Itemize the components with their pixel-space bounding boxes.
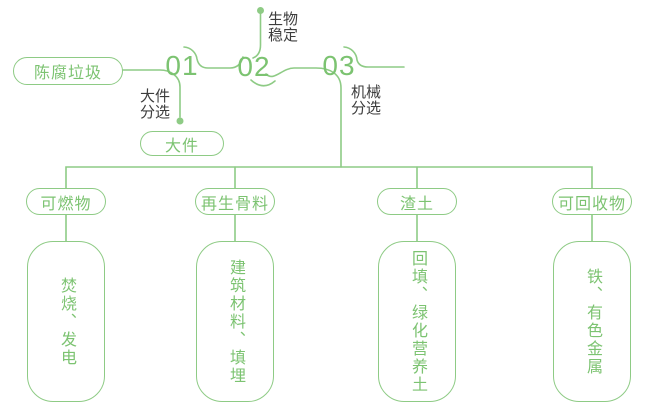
category-pill-recyclables: 可回收物 <box>552 188 632 215</box>
main-flow-line-segment-4 <box>343 46 405 68</box>
category-pill-slag-soil: 渣土 <box>377 188 457 215</box>
step-number-3: 03 <box>322 50 356 81</box>
distributor-line <box>65 166 593 189</box>
step-number-1: 01 <box>165 50 199 81</box>
step-number-2: 02 <box>237 51 271 82</box>
process-label-bio-stabilization: 生物 稳定 <box>268 11 299 44</box>
process-label-bulky-sorting: 大件 分选 <box>140 88 171 121</box>
bulky-branch-dot <box>176 117 184 125</box>
category-pill-recycled-aggregate: 再生骨料 <box>195 188 275 215</box>
category-label: 可燃物 <box>40 195 92 213</box>
process-label-mechanical-sorting: 机械 分选 <box>351 84 382 117</box>
source-label: 陈腐垃圾 <box>33 65 102 82</box>
disposal-text: 铁、有色金属 <box>584 267 601 376</box>
source-pill: 陈腐垃圾 <box>13 57 123 85</box>
main-flow-line-segment-3 <box>265 67 342 168</box>
disposal-box-metals: 铁、有色金属 <box>553 241 631 402</box>
category-pill-combustibles: 可燃物 <box>26 188 106 215</box>
disposal-text: 焚烧、发电 <box>58 276 75 367</box>
disposal-text: 回填、绿化营养土 <box>409 249 426 394</box>
bulky-item-label: 大件 <box>164 137 199 155</box>
decorative-arc <box>250 79 276 87</box>
bulky-item-pill: 大件 <box>140 131 224 156</box>
disposal-box-incineration: 焚烧、发电 <box>27 241 105 402</box>
disposal-text: 建筑材料、填埋 <box>227 258 244 385</box>
category-label: 可回收物 <box>557 195 626 213</box>
disposal-box-backfill: 回填、绿化营养土 <box>378 241 456 402</box>
category-label: 再生骨料 <box>200 195 269 213</box>
main-flow-line-segment-1 <box>122 69 181 118</box>
main-flow-line-segment-2 <box>183 46 244 69</box>
disposal-box-building-materials: 建筑材料、填埋 <box>196 241 274 402</box>
bio-branch-dot <box>257 7 264 14</box>
bio-branch-line <box>252 13 262 59</box>
category-label: 渣土 <box>399 195 434 213</box>
